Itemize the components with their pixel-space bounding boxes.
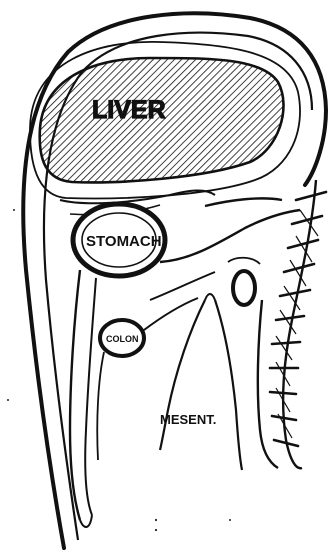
stomach-label: STOMACH — [86, 233, 162, 250]
colon-attachment — [144, 298, 198, 330]
omentum-bottom-curve — [80, 515, 92, 527]
colon-omentum — [97, 352, 104, 460]
greater-omentum-right — [85, 278, 96, 515]
mesentery-left-leaf — [160, 300, 205, 450]
mesentery-arch — [205, 294, 215, 300]
duodenum-organ — [233, 271, 255, 305]
vertebrae-marks — [270, 192, 326, 446]
mesocolon-lower — [150, 272, 215, 300]
mesentery-label: MESENT. — [160, 412, 216, 427]
duodenum-fold — [228, 258, 260, 264]
posterior-wall — [258, 300, 278, 468]
liver-label: LIVER — [92, 96, 166, 124]
colon-label: COLON — [106, 334, 139, 344]
pancreas-fold — [205, 198, 282, 206]
greater-omentum-left — [70, 270, 80, 520]
mesentery-right-leaf — [215, 300, 242, 470]
mesocolon-upper — [160, 210, 300, 262]
